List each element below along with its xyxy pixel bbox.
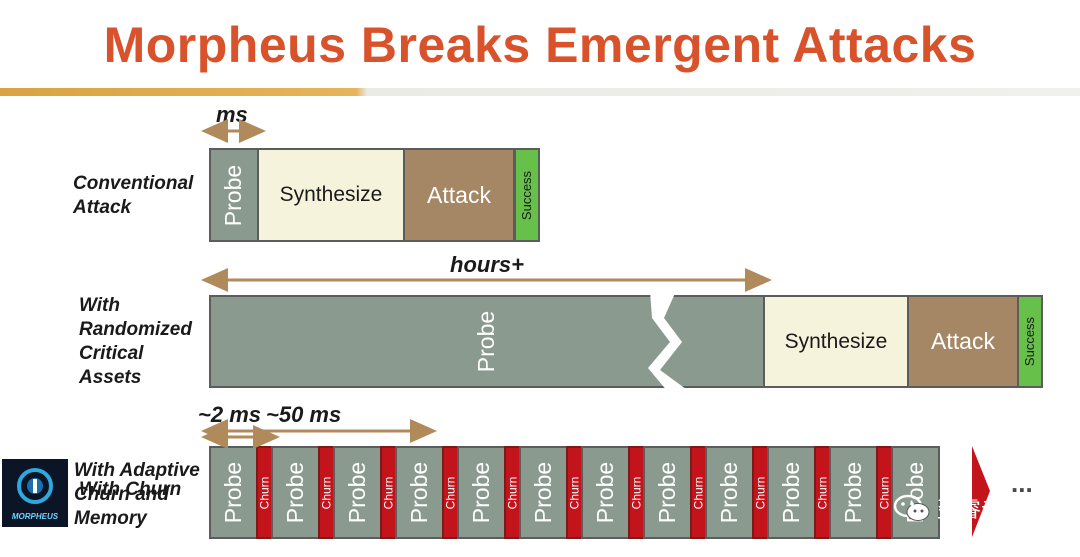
- churn-row-probe-block: Probe: [643, 446, 692, 539]
- synthesize-text: Synthesize: [279, 183, 383, 206]
- title-underline: [0, 88, 1080, 96]
- with-churn-overlap-label: With Churn: [79, 479, 182, 500]
- churn-row-probe-block: Probe: [891, 446, 940, 539]
- label-line: Attack: [73, 197, 132, 218]
- conventional-attack-label: Conventional Attack: [73, 172, 193, 220]
- churn-row-probe-block: Probe: [767, 446, 816, 539]
- attack-text: Attack: [427, 181, 491, 208]
- label-line: With Adaptive: [74, 460, 200, 481]
- wechat-icon: [893, 494, 930, 521]
- label-line: Churn and: [74, 484, 169, 505]
- label-line: Memory: [74, 508, 147, 529]
- watermark-text: 歪睿老哥: [937, 497, 1026, 522]
- conventional-attack-block: Attack: [403, 148, 515, 242]
- randomized-assets-label: With Randomized Critical Assets: [79, 294, 192, 390]
- slide-title: Morpheus Breaks Emergent Attacks: [103, 17, 977, 73]
- conventional-success-block: Success: [514, 148, 540, 242]
- synthesize-text: Synthesize: [784, 329, 888, 353]
- churn-row-probe-block: Probe: [333, 446, 382, 539]
- continuation-ellipsis: ...: [1011, 468, 1033, 498]
- adaptive-churn-label: With Adaptive Churn and Memory: [74, 459, 200, 531]
- randomized-attack-block: Attack: [907, 295, 1019, 388]
- conventional-probe-block: Probe: [209, 148, 259, 242]
- probe-break-mark: [648, 291, 690, 392]
- attack-text: Attack: [931, 328, 995, 354]
- logo-wordmark: MORPHEUS: [11, 512, 59, 521]
- randomized-success-block: Success: [1017, 295, 1043, 388]
- label-line: Conventional: [73, 173, 194, 194]
- label-line: Randomized: [79, 319, 192, 340]
- churn-row-probe-block: Probe: [705, 446, 754, 539]
- morpheus-logo-icon: [17, 468, 53, 504]
- churn-row-probe-block: Probe: [519, 446, 568, 539]
- label-line: With: [79, 295, 120, 316]
- watermark: 歪睿老哥: [893, 492, 1025, 524]
- churn-row-probe-block: Probe: [271, 446, 320, 539]
- morpheus-logo: MORPHEUS: [2, 459, 68, 527]
- label-line: Critical: [79, 343, 144, 364]
- randomized-synthesize-block: Synthesize: [763, 295, 909, 388]
- churn-strip-end: [972, 446, 990, 537]
- label-line: Assets: [79, 367, 142, 388]
